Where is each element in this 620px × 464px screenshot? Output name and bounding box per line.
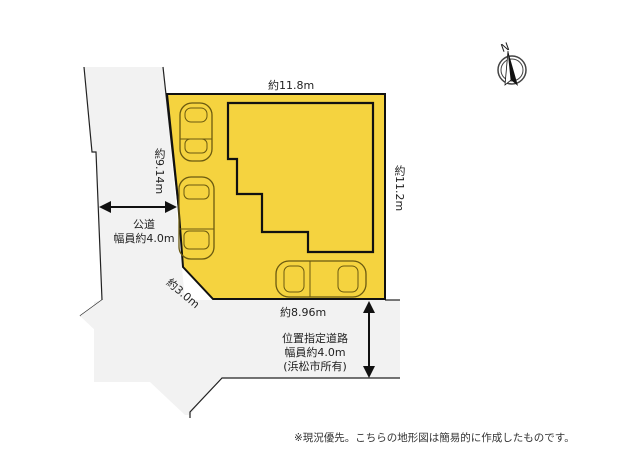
lot-left-dimension: 約9.14m: [153, 148, 166, 195]
designated-road-width: 幅員約4.0m: [284, 346, 346, 359]
north-arrow-icon: [497, 50, 527, 86]
public-road-width-arrow: [99, 201, 177, 213]
building-footprint: [226, 101, 375, 254]
lot-right-dimension: 約11.2m: [393, 165, 406, 212]
designated-road-name: 位置指定道路: [282, 332, 348, 345]
lot-bottom-dimension: 約8.96m: [280, 306, 327, 319]
designated-road-owner: (浜松市所有): [283, 360, 347, 373]
lot: [165, 93, 386, 300]
lot-top-dimension: 約11.8m: [268, 79, 315, 92]
public-road-name: 公道: [133, 218, 155, 231]
designated-road-width-arrow: [363, 301, 375, 378]
car-icon-3: [275, 260, 367, 298]
car-icon-1: [179, 102, 213, 162]
designated-road-bottom: [80, 299, 400, 418]
footer-note: ※現況優先。こちらの地形図は簡易的に作成したものです。: [294, 432, 575, 444]
public-road-width: 幅員約4.0m: [113, 232, 175, 245]
car-icon-2: [178, 176, 215, 260]
